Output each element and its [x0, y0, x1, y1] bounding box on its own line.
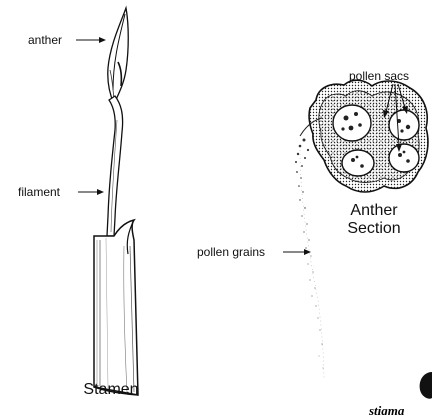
filament-shape: [107, 96, 123, 236]
pollen-sac: [342, 150, 374, 176]
pollen-sac: [389, 144, 419, 172]
label-pollen-sacs: pollen sacs: [349, 69, 409, 83]
stamen-drawing: [94, 8, 138, 395]
caption-anther-section-line1: Anther: [337, 201, 411, 220]
pollen-release-dots: [295, 139, 323, 369]
label-pollen-grains: pollen grains: [197, 245, 265, 259]
pollen-sac: [333, 105, 371, 141]
label-stigma-partial: stigma: [369, 404, 404, 415]
stigma-partial-shape: [420, 372, 432, 399]
pollen-sac: [389, 110, 419, 140]
label-filament: filament: [18, 185, 60, 199]
caption-stamen: Stamen: [66, 380, 156, 399]
caption-anther-section-line2: Section: [337, 219, 411, 238]
label-anther: anther: [28, 33, 62, 47]
anther-shape: [108, 8, 128, 104]
